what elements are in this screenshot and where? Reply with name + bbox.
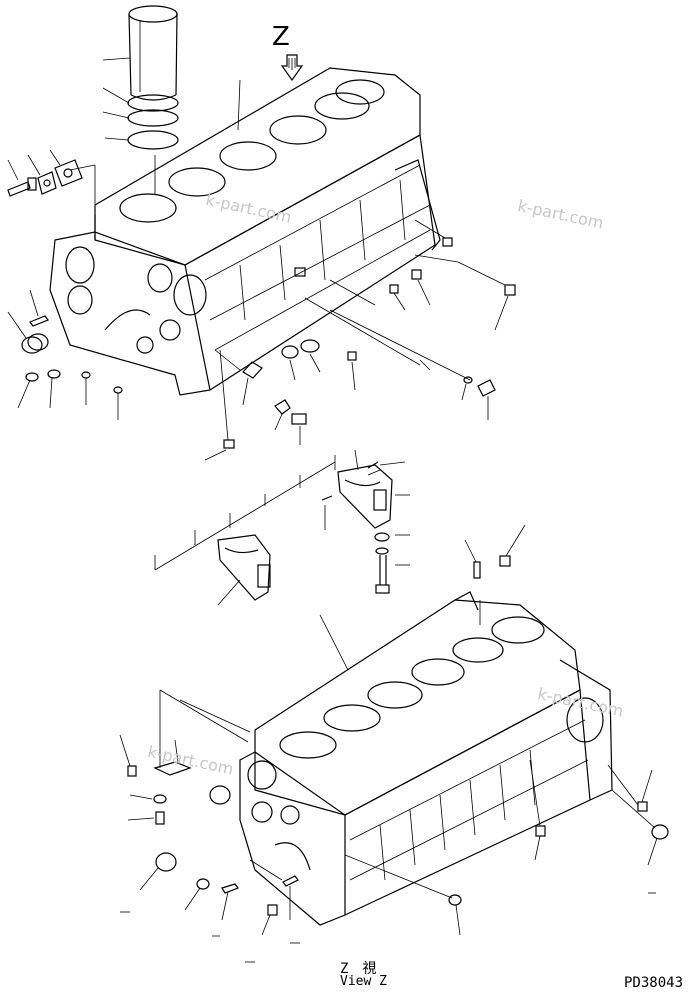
main-bearing-cap-icon <box>154 449 410 606</box>
lower-small-parts <box>119 689 669 963</box>
view-caption-en: View Z <box>340 974 387 989</box>
view-marker: Z <box>272 22 290 52</box>
figure-code: PD38043 <box>624 975 684 991</box>
view-direction-arrow-icon <box>280 54 304 82</box>
cylinder-block-icon <box>239 524 613 926</box>
upper-small-parts <box>7 79 516 461</box>
cylinder-block-upper <box>49 67 441 396</box>
view-caption-jp: Z 視 <box>340 961 377 977</box>
cylinder-liner-icon <box>102 5 179 150</box>
